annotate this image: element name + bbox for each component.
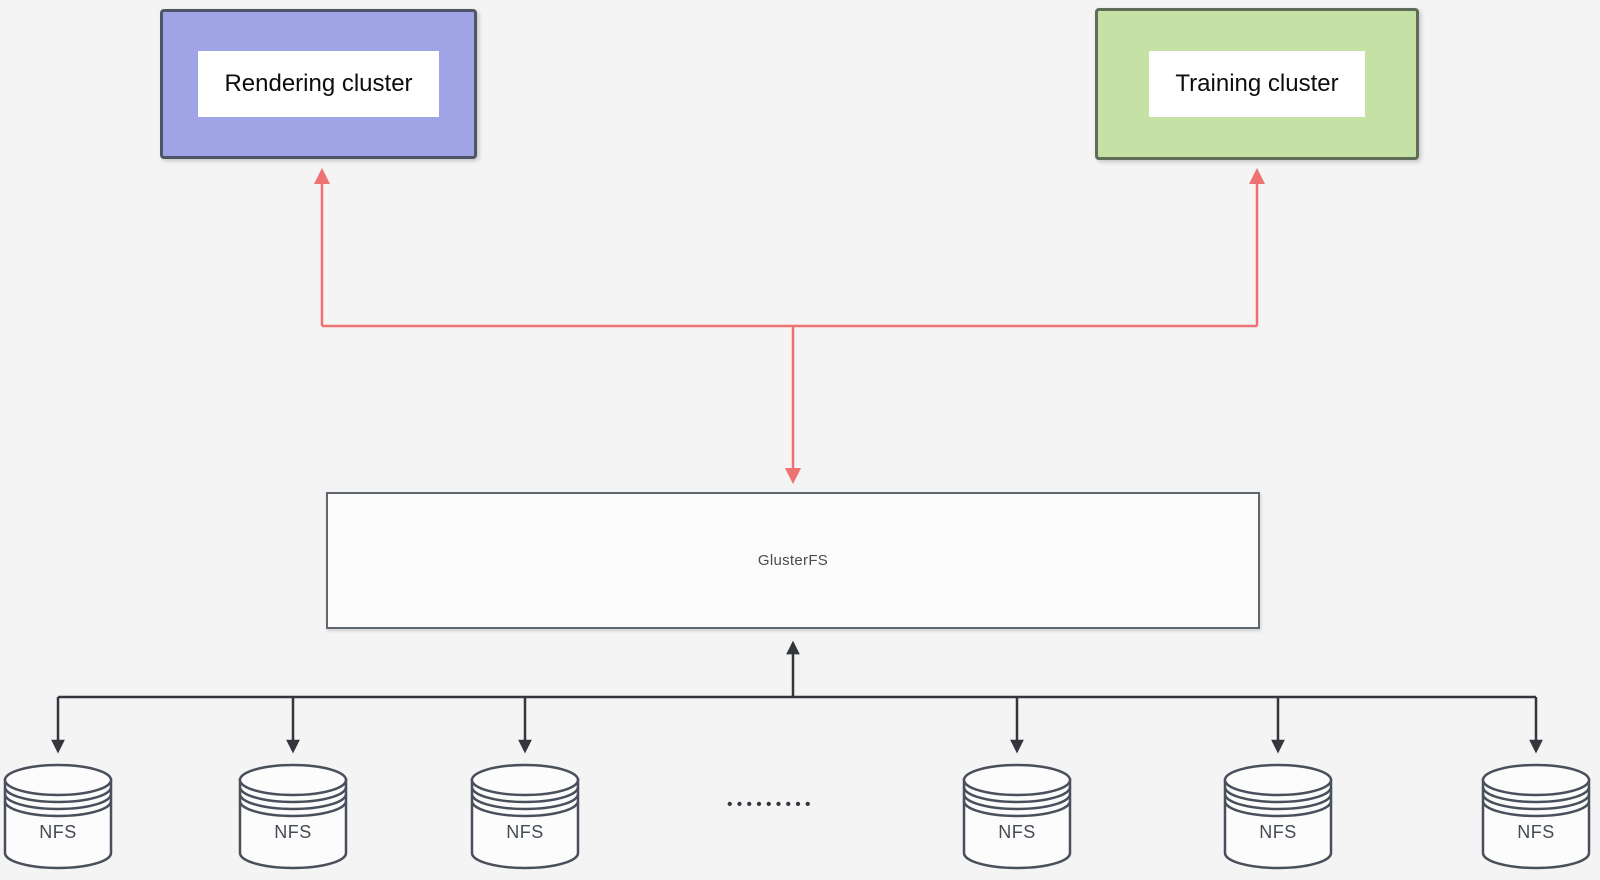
rendering-cluster-label: Rendering cluster — [198, 51, 439, 117]
glusterfs-label: GlusterFS — [757, 552, 829, 569]
ellipsis-dots: ••••••••• — [727, 796, 815, 813]
database-cylinder-icon — [962, 763, 1072, 870]
training-cluster-node: Training cluster — [1095, 8, 1419, 160]
database-cylinder-icon — [1481, 763, 1591, 870]
database-cylinder-icon — [3, 763, 113, 870]
database-cylinder-icon — [470, 763, 580, 870]
nfs-label: NFS — [274, 822, 312, 842]
nfs-node-2: NFS — [237, 763, 349, 871]
nfs-label: NFS — [39, 822, 77, 842]
nfs-node-1: NFS — [2, 763, 114, 871]
nfs-label: NFS — [506, 822, 544, 842]
nfs-node-6: NFS — [1480, 763, 1592, 871]
nfs-node-3: NFS — [469, 763, 581, 871]
glusterfs-node: GlusterFS — [326, 492, 1260, 629]
training-cluster-label: Training cluster — [1149, 51, 1365, 117]
nfs-label: NFS — [1517, 822, 1555, 842]
nfs-label: NFS — [998, 822, 1036, 842]
database-cylinder-icon — [1223, 763, 1333, 870]
nfs-label: NFS — [1259, 822, 1297, 842]
nfs-node-5: NFS — [1222, 763, 1334, 871]
nfs-node-4: NFS — [961, 763, 1073, 871]
database-cylinder-icon — [238, 763, 348, 870]
rendering-cluster-node: Rendering cluster — [160, 9, 477, 159]
